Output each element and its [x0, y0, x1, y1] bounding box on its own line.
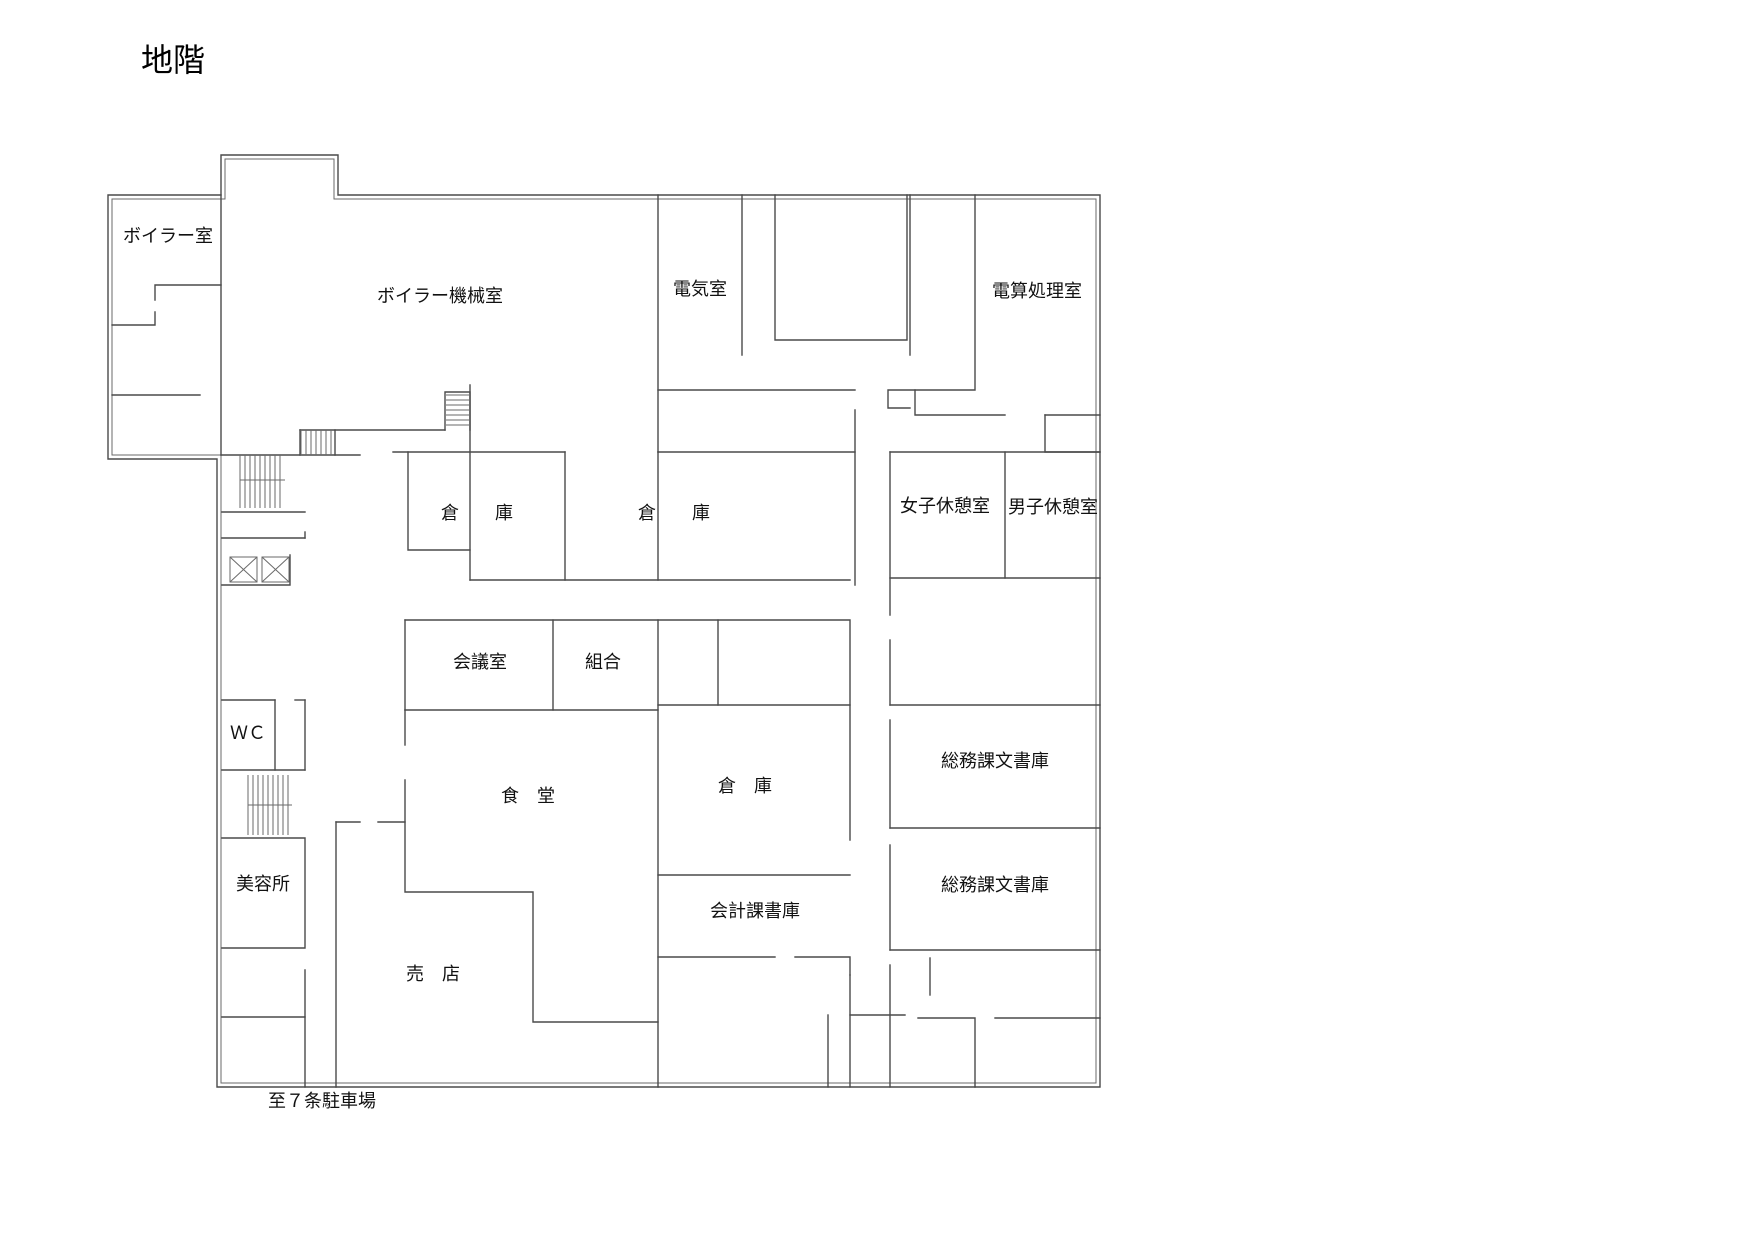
room-label-women-rest: 女子休憩室 — [900, 496, 990, 517]
room-label-storage-3: 倉 庫 — [718, 776, 772, 797]
room-label-wc: ＷＣ — [230, 723, 266, 744]
room-label-records-2: 総務課文書庫 — [941, 875, 1049, 896]
room-label-accounting: 会計課書庫 — [710, 901, 800, 922]
room-label-cafeteria: 食 堂 — [501, 786, 555, 807]
room-label-boiler-machine: ボイラー機械室 — [377, 286, 503, 307]
floor-title: 地階 — [141, 41, 205, 79]
room-label-beauty: 美容所 — [236, 874, 290, 895]
parking-direction-label: 至７条駐車場 — [268, 1091, 376, 1112]
room-label-records-1: 総務課文書庫 — [941, 751, 1049, 772]
room-labels: ボイラー室 ボイラー機械室 電気室 電算処理室 倉 庫 倉 庫 女子休憩室 男子… — [123, 226, 1098, 1112]
room-label-men-rest: 男子休憩室 — [1008, 497, 1098, 518]
room-label-computer: 電算処理室 — [992, 281, 1082, 302]
room-label-union: 組合 — [585, 652, 621, 673]
walls — [107, 154, 1101, 1088]
room-label-storage-1: 倉 庫 — [441, 503, 513, 524]
room-label-boiler: ボイラー室 — [123, 226, 213, 247]
room-label-shop: 売 店 — [406, 964, 460, 985]
room-label-electric: 電気室 — [673, 279, 727, 300]
room-label-storage-2: 倉 庫 — [638, 503, 710, 524]
room-label-meeting: 会議室 — [453, 652, 507, 673]
